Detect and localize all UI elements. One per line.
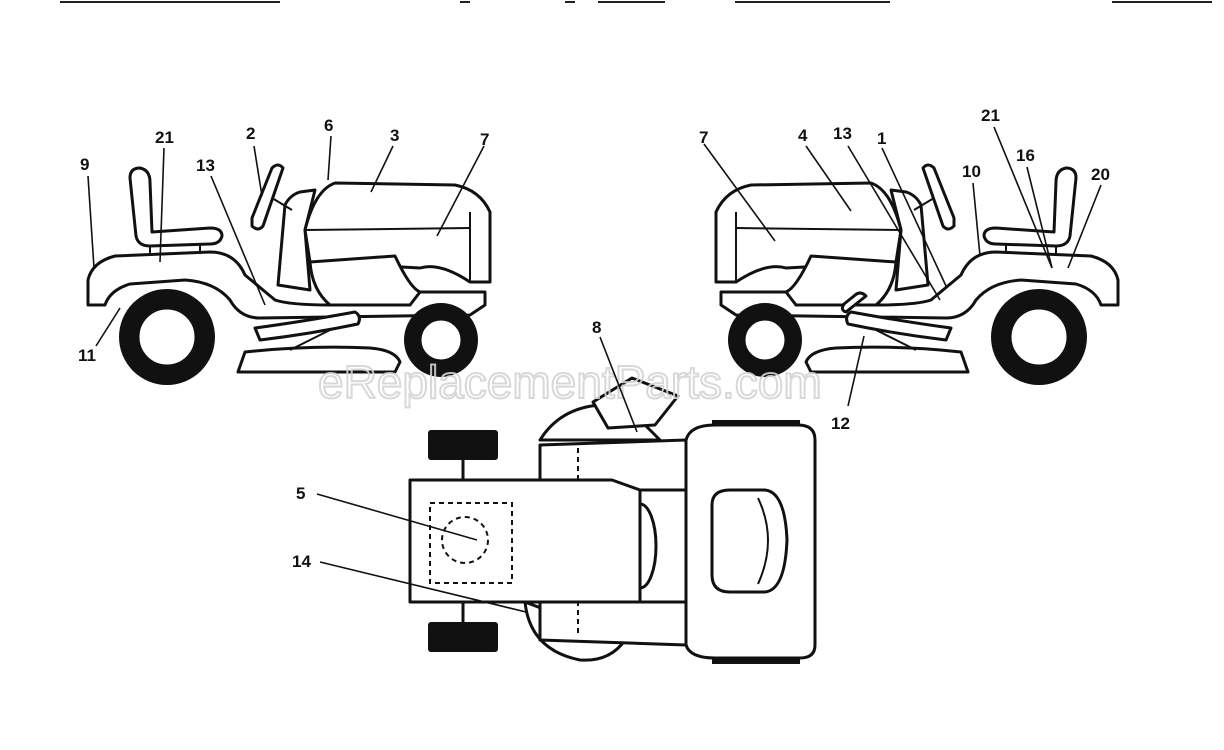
- callout-9: 9: [80, 155, 89, 174]
- callout-20: 20: [1091, 165, 1110, 184]
- callout-13: 13: [833, 124, 852, 143]
- callout-10: 10: [962, 162, 981, 181]
- callout-1: 1: [877, 129, 886, 148]
- tractor-top-view: [408, 376, 817, 664]
- leader-lines: [87, 126, 1102, 613]
- tractor-left-side-view: [86, 163, 492, 385]
- callout-3: 3: [390, 126, 399, 145]
- callout-2: 2: [246, 124, 255, 143]
- callout-4: 4: [798, 126, 808, 145]
- tractor-right-side-view: [714, 163, 1120, 385]
- callout-14: 14: [292, 552, 311, 571]
- callout-21: 21: [981, 106, 1000, 125]
- callout-11: 11: [78, 346, 96, 365]
- watermark: eReplacementParts.com: [318, 356, 822, 408]
- callout-5: 5: [296, 484, 305, 503]
- callout-labels: 9 21 2 6 3 7 13 11 7 4 13 1 21 16 10 20 …: [78, 106, 1110, 571]
- callout-13: 13: [196, 156, 215, 175]
- callout-6: 6: [324, 116, 333, 135]
- callout-21: 21: [155, 128, 174, 147]
- callout-7: 7: [480, 130, 489, 149]
- callout-12: 12: [831, 414, 850, 433]
- callout-7: 7: [699, 128, 708, 147]
- callout-16: 16: [1016, 146, 1035, 165]
- callout-8: 8: [592, 318, 601, 337]
